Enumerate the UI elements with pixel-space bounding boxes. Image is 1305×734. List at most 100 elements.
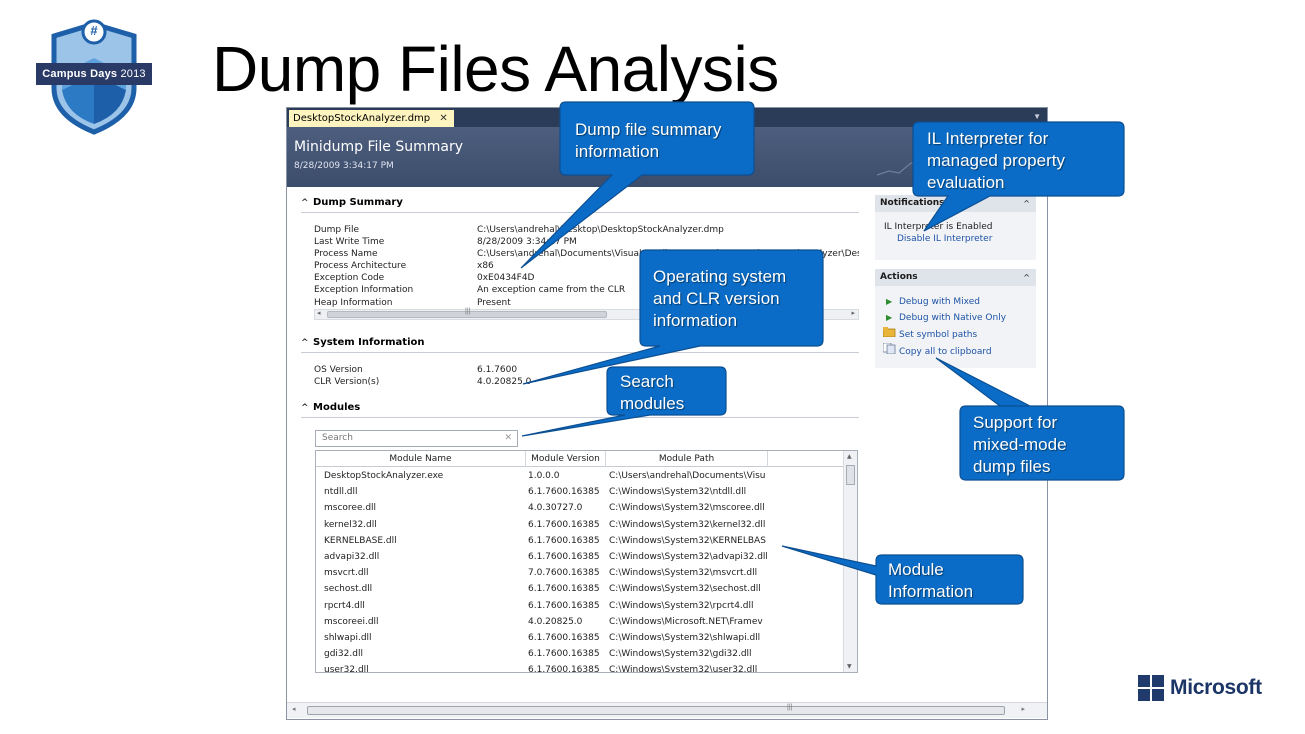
field-value: C:\Users\andrehal\Desktop\DesktopStockAn… (477, 225, 724, 235)
field-label: Exception Information (314, 285, 414, 296)
summary-date: 8/28/2009 3:34:17 PM (294, 161, 394, 171)
collapse-caret-icon[interactable]: ^ (1023, 199, 1030, 208)
module-version-cell: 6.1.7600.16385 (528, 665, 600, 673)
column-header-module-path[interactable]: Module Path (606, 451, 768, 467)
module-path-cell: C:\Users\andrehal\Documents\Visu (609, 471, 766, 481)
collapse-caret-icon[interactable]: ^ (1023, 273, 1030, 282)
notification-message: IL Interpreter is Enabled (884, 222, 993, 232)
action-set-symbol-paths[interactable]: Set symbol paths (882, 327, 977, 342)
scroll-right-icon[interactable]: ▸ (851, 310, 855, 317)
collapse-chevron-icon[interactable]: ^ (301, 338, 309, 348)
field-label: OS Version (314, 365, 363, 375)
scrollbar-thumb[interactable] (307, 706, 1005, 715)
callout-mixed-bubble (935, 357, 1125, 481)
callout-summary-text: Dump file summary information (575, 120, 722, 161)
table-row[interactable]: user32.dll 6.1.7600.16385 C:\Windows\Syste… (316, 662, 844, 673)
table-row[interactable]: mscoreei.dll 4.0.20825.0 C:\Windows\Micros… (316, 614, 844, 630)
summary-horizontal-scrollbar[interactable]: ◂ ||| ▸ (314, 308, 859, 320)
module-path-cell: C:\Windows\System32\msvcrt.dll (609, 568, 758, 579)
field-value: 0xE0434F4D (477, 273, 535, 284)
window-horizontal-scrollbar[interactable]: ◂ ||| ▸ (287, 702, 1047, 718)
callout-mixed-text: Support for mixed-mode dump files (973, 413, 1067, 476)
scroll-up-icon[interactable]: ▲ (847, 453, 852, 460)
campus-days-badge: # Campus Days 2013 (36, 18, 152, 136)
collapse-chevron-icon[interactable]: ^ (301, 403, 309, 413)
module-path-cell: C:\Windows\System32\advapi32.dll (609, 551, 767, 562)
module-path-cell: C:\Windows\System32\mscoree.dll (609, 503, 765, 514)
module-path-cell: C:\Windows\System32\rpcrt4.dll (609, 600, 754, 611)
scrollbar-thumb[interactable] (846, 465, 855, 485)
collapse-chevron-icon[interactable]: ^ (301, 198, 309, 208)
modules-heading[interactable]: ^Modules (301, 402, 361, 413)
module-version-cell: 6.1.7600.16385 (528, 649, 600, 660)
clear-search-icon[interactable]: ✕ (504, 433, 512, 443)
module-path-cell: C:\Windows\System32\shlwapi.dll (609, 632, 761, 643)
callout-summary-bubble (520, 101, 755, 269)
module-version-cell: 7.0.7600.16385 (528, 568, 600, 579)
actions-header[interactable]: Actions^ (875, 269, 1036, 286)
callout-il-text: IL Interpreter for managed property eval… (927, 129, 1065, 192)
module-path-cell: C:\Windows\Microsoft.NET\Framev (609, 616, 763, 627)
module-path-cell: C:\Windows\System32\KERNELBAS (609, 535, 766, 546)
divider (301, 417, 859, 418)
disable-il-interpreter-link[interactable]: Disable IL Interpreter (897, 234, 993, 244)
field-value: 4.0.20825.0 (477, 377, 532, 388)
system-info-heading[interactable]: ^System Information (301, 337, 425, 348)
module-version-cell: 4.0.20825.0 (528, 616, 583, 627)
field-label: Process Name (314, 249, 378, 260)
close-tab-icon[interactable]: ✕ (439, 113, 448, 124)
module-search-box[interactable]: ✕ (315, 430, 518, 447)
system-info-labels: OS Version CLR Version(s) (314, 364, 379, 388)
action-debug-mixed[interactable]: ▶Debug with Mixed (886, 297, 980, 307)
modules-table-header: Module Name Module Version Module Path (316, 451, 844, 467)
tab-dropdown-icon[interactable]: ▼ (1033, 112, 1041, 121)
hash-symbol: # (90, 23, 98, 38)
field-label: Dump File (314, 225, 360, 235)
notifications-panel: IL Interpreter is Enabled Disable IL Int… (875, 212, 1036, 260)
module-search-input[interactable] (322, 433, 502, 443)
field-label: Heap Information (314, 297, 393, 308)
scroll-down-icon[interactable]: ▼ (847, 663, 852, 670)
document-tab[interactable]: DesktopStockAnalyzer.dmp ✕ (289, 110, 454, 127)
module-name-cell: user32.dll (324, 665, 369, 673)
badge-label: Campus Days 2013 (42, 68, 146, 80)
windows-grid-icon (1138, 675, 1164, 701)
scroll-left-icon[interactable]: ◂ (292, 706, 296, 713)
scroll-left-icon[interactable]: ◂ (317, 310, 321, 317)
dump-summary-heading[interactable]: ^Dump Summary (301, 197, 403, 208)
module-name-cell: mscoree.dll (324, 503, 377, 514)
action-debug-native[interactable]: ▶Debug with Native Only (886, 313, 1007, 323)
grip-icon: ||| (465, 308, 471, 315)
folder-icon (882, 327, 899, 342)
column-header-module-version[interactable]: Module Version (526, 451, 606, 467)
field-label: Process Architecture (314, 261, 407, 272)
module-name-cell: advapi32.dll (324, 551, 380, 562)
microsoft-wordmark: Microsoft (1170, 676, 1262, 699)
module-version-cell: 6.1.7600.16385 (528, 535, 600, 546)
field-value: An exception came from the CLR (477, 285, 626, 296)
callout-search-bubble (521, 366, 727, 437)
divider (301, 352, 859, 353)
scrollbar-thumb[interactable] (327, 311, 607, 318)
module-path-cell: C:\Windows\System32\user32.dll (609, 665, 758, 673)
module-version-cell: 6.1.7600.16385 (528, 600, 600, 611)
module-name-cell: mscoreei.dll (324, 616, 379, 627)
action-copy-clipboard[interactable]: Copy all to clipboard (882, 342, 992, 357)
field-value: 8/28/2009 3:34:17 PM (477, 237, 577, 248)
callout-module-text: Module Information (888, 560, 974, 601)
callout-il-bubble (912, 121, 1125, 232)
module-version-cell: 6.1.7600.16385 (528, 487, 600, 498)
column-header-module-name[interactable]: Module Name (316, 451, 526, 467)
scroll-right-icon[interactable]: ▸ (1021, 706, 1025, 713)
